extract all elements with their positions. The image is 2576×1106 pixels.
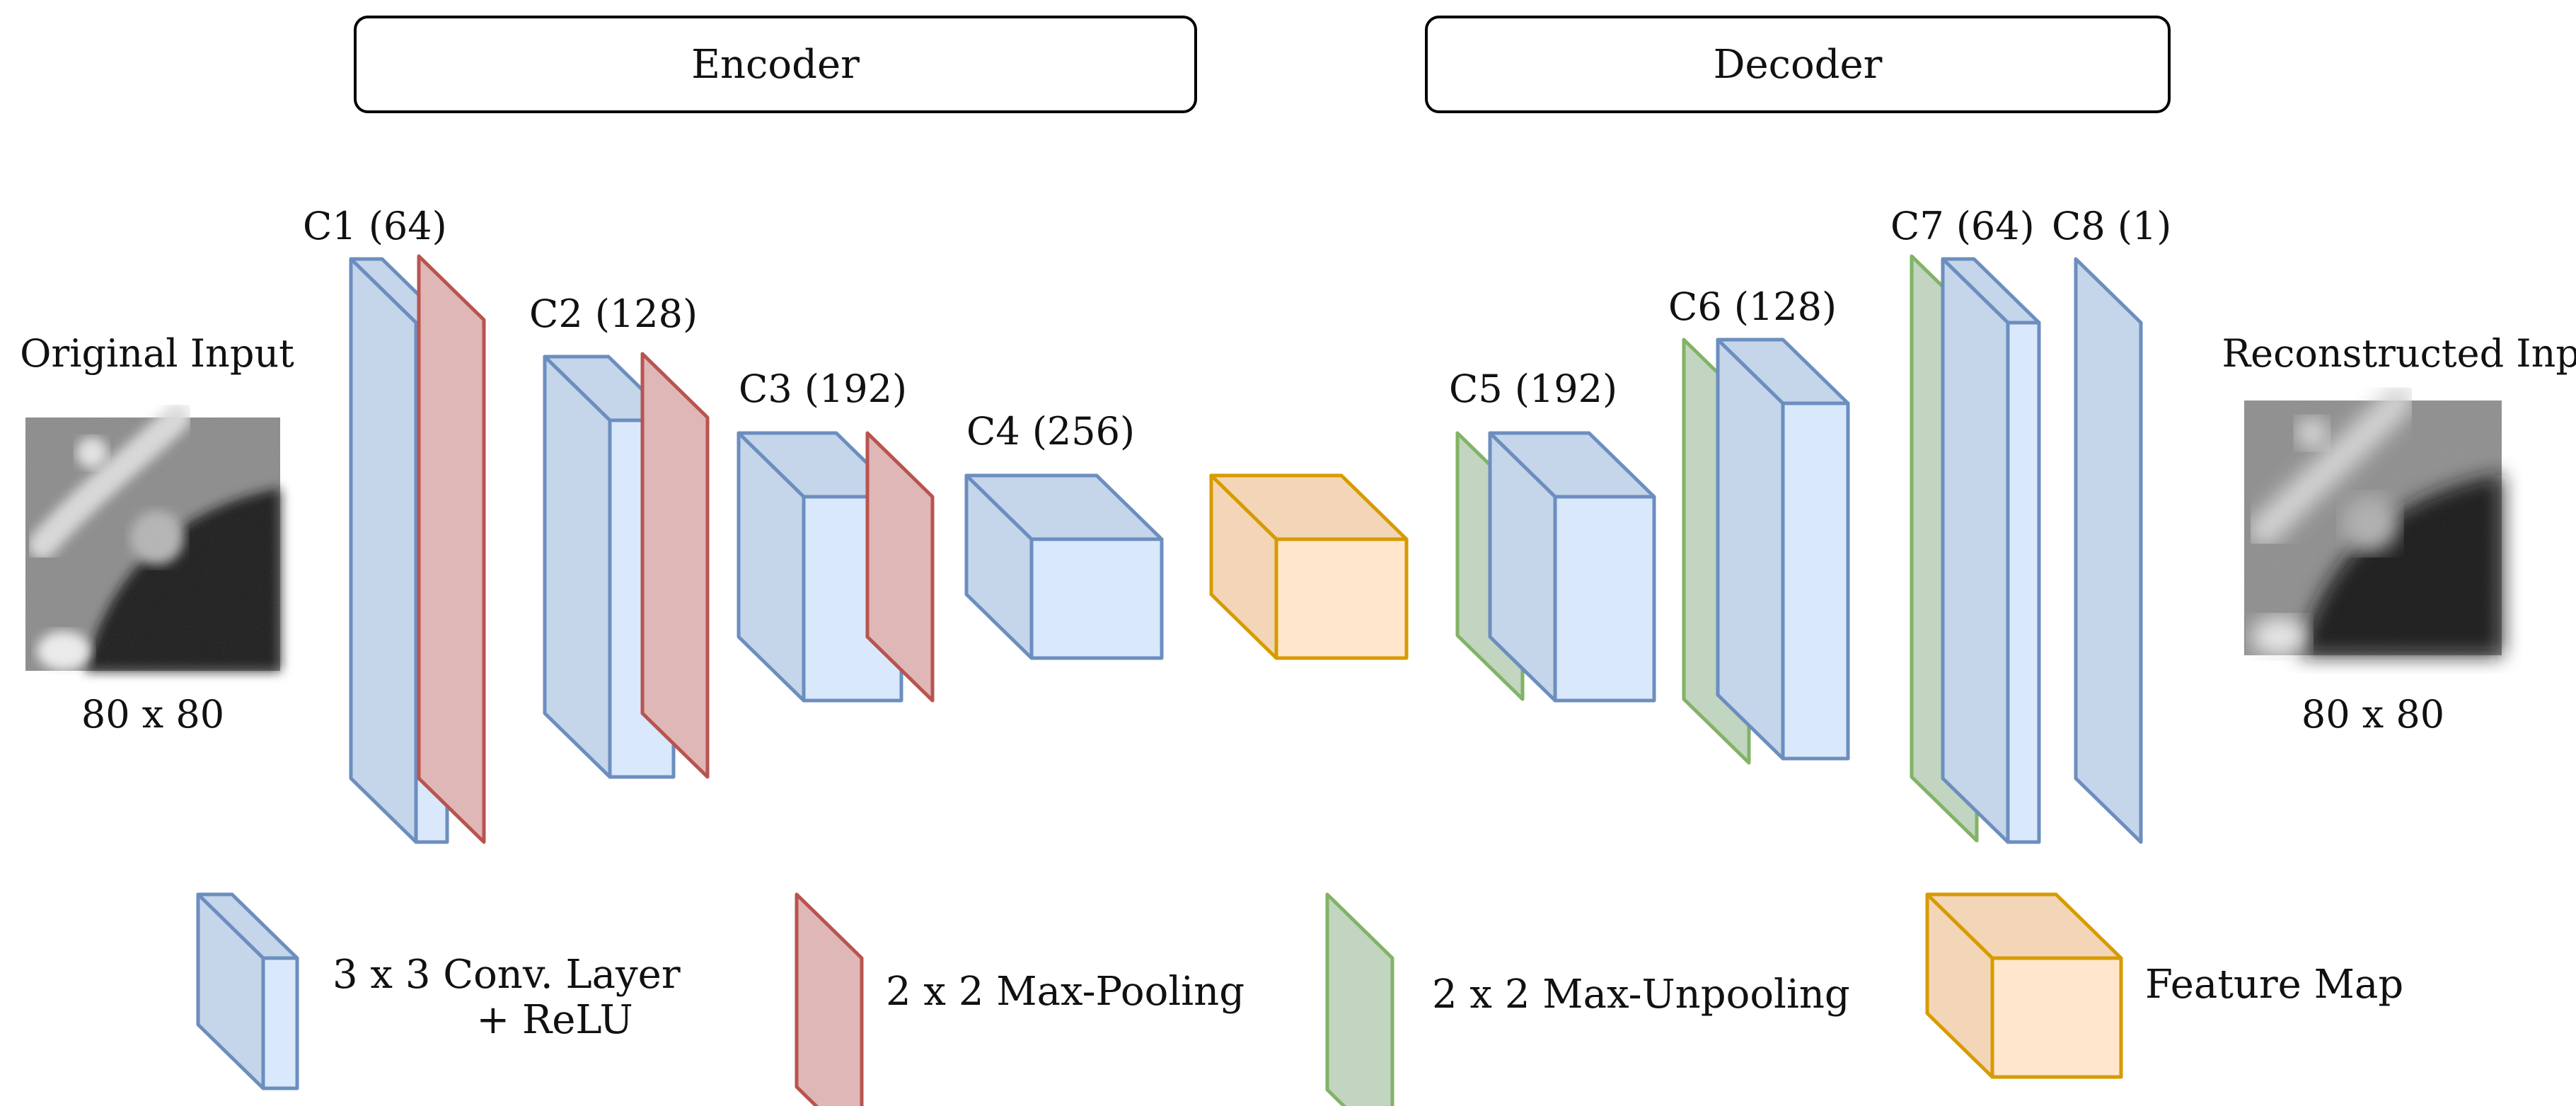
reconstructed-input-image <box>2244 385 2502 657</box>
layer-label-c3: C3 (192) <box>739 367 907 411</box>
layer-label-c1: C1 (64) <box>303 204 447 248</box>
legend-conv-line2: + ReLU <box>476 997 633 1043</box>
pool-after-c1 <box>417 254 486 844</box>
legend-pool-label: 2 x 2 Max-Pooling <box>886 969 1244 1015</box>
conv-c5-front <box>1553 495 1656 703</box>
input-size: 80 x 80 <box>81 692 224 737</box>
conv-c5 <box>1488 431 1656 703</box>
decoder-header: Decoder <box>1425 16 2171 113</box>
feature-map-front <box>1274 537 1409 660</box>
conv-c6 <box>1716 338 1850 761</box>
encoder-header: Encoder <box>354 16 1197 113</box>
legend-unpool-icon <box>1325 892 1394 1106</box>
decoder-header-label: Decoder <box>1714 42 1883 88</box>
layer-label-c6: C6 (128) <box>1668 284 1837 329</box>
feature-map <box>1209 473 1409 660</box>
legend-conv-icon <box>196 892 299 1090</box>
pool-after-c2-face <box>640 352 710 779</box>
pool-after-c2 <box>640 352 710 779</box>
pool-after-c3-face <box>865 431 935 703</box>
legend-unpool-icon-face <box>1325 892 1394 1106</box>
legend-conv-line1: 3 x 3 Conv. Layer <box>333 952 681 998</box>
legend-feature-icon-front <box>1990 956 2123 1079</box>
legend-unpool-label: 2 x 2 Max-Unpooling <box>1432 972 1850 1018</box>
layer-label-c2: C2 (128) <box>529 292 698 336</box>
conv-c4-front <box>1029 537 1164 660</box>
conv-c6-side <box>1716 338 1785 761</box>
conv-c7-side <box>1941 257 2010 844</box>
layer-label-c8: C8 (1) <box>2052 204 2171 248</box>
conv-c6-front <box>1781 401 1850 761</box>
output-title: Reconstructed Input <box>2222 331 2576 376</box>
input-title: Original Input <box>20 331 294 376</box>
legend-pool-icon <box>795 892 864 1106</box>
legend-feature-label: Feature Map <box>2145 962 2403 1008</box>
conv-c8-face <box>2074 257 2143 844</box>
conv-c7-front <box>2006 321 2041 844</box>
output-size: 80 x 80 <box>2301 692 2444 737</box>
layer-label-c7: C7 (64) <box>1890 204 2035 248</box>
legend-conv-icon-front <box>261 956 299 1090</box>
pool-after-c3 <box>865 431 935 703</box>
layer-label-c4: C4 (256) <box>966 409 1135 454</box>
conv-c1-side <box>349 257 418 844</box>
legend-feature-icon <box>1925 892 2123 1079</box>
encoder-header-label: Encoder <box>691 42 860 88</box>
conv-c8 <box>2074 257 2143 844</box>
layer-label-c5: C5 (192) <box>1449 367 1617 411</box>
original-input-image <box>25 403 280 671</box>
pool-after-c1-face <box>417 254 486 844</box>
conv-c2-side <box>543 355 612 779</box>
conv-c7 <box>1941 257 2041 844</box>
legend-pool-icon-face <box>795 892 864 1106</box>
conv-c4 <box>964 473 1164 660</box>
